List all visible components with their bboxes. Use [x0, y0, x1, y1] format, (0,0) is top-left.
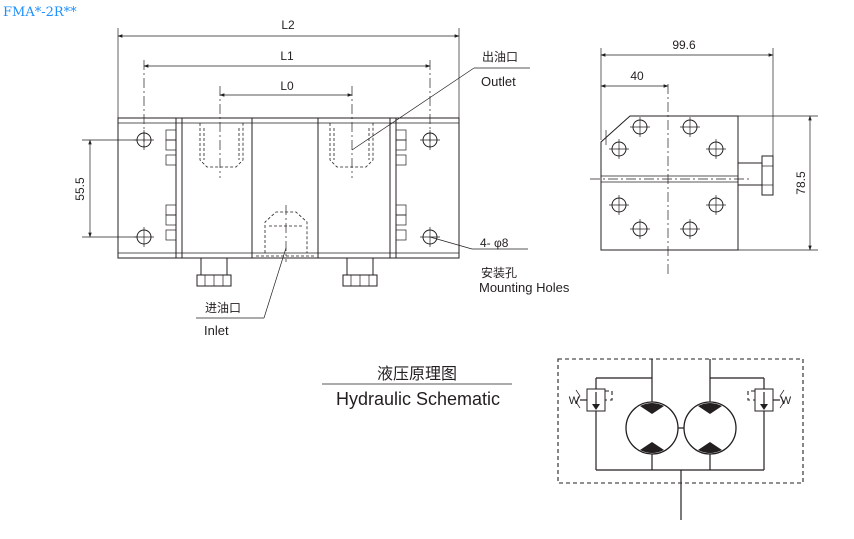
dim-l0: L0 — [280, 79, 294, 93]
fitting-right — [342, 257, 378, 287]
dim-40: 40 — [630, 69, 644, 83]
schematic-title-cn: 液压原理图 — [377, 364, 457, 383]
hydraulic-motor-right — [683, 401, 737, 455]
relief-valve-right: W — [747, 388, 792, 412]
hydraulic-schematic-title: 液压原理图 Hydraulic Schematic — [322, 364, 512, 409]
outlet-port-left — [199, 123, 244, 168]
bolt-heads-right — [395, 129, 407, 241]
fitting-left — [196, 257, 232, 287]
dim-55-5: 55.5 — [73, 177, 87, 201]
side-bolts — [609, 117, 726, 239]
holes-label-cn: 安装孔 — [481, 265, 517, 280]
model-code: FMA*-2R** — [3, 5, 77, 20]
dim-78-5: 78.5 — [794, 171, 808, 195]
inlet-label-en: Inlet — [204, 323, 229, 338]
outlet-label-en: Outlet — [481, 74, 516, 89]
hydraulic-schematic: W W — [557, 358, 804, 520]
side-body — [600, 115, 739, 251]
side-view: 99.6 40 78.5 — [590, 38, 818, 276]
outlet-port-right — [329, 123, 374, 168]
hydraulic-motor-left — [625, 401, 679, 455]
holes-label: 4- φ8 — [480, 236, 509, 250]
schematic-title-en: Hydraulic Schematic — [336, 389, 500, 409]
dim-l1: L1 — [280, 49, 294, 63]
front-body — [117, 117, 460, 259]
bolt-heads-left — [165, 129, 177, 241]
front-view: L2 L1 L0 55.5 出油口 Outlet 4- φ8 安装孔 Mount… — [73, 18, 570, 338]
inlet-label-cn: 进油口 — [205, 301, 241, 315]
spring-label-right: W — [781, 395, 792, 407]
outlet-label-cn: 出油口 — [482, 50, 518, 64]
dim-l2: L2 — [281, 18, 295, 32]
relief-valve-left: W — [569, 388, 613, 412]
dim-99-6: 99.6 — [672, 38, 696, 52]
holes-label-en: Mounting Holes — [479, 280, 570, 295]
spring-label-left: W — [569, 395, 580, 407]
